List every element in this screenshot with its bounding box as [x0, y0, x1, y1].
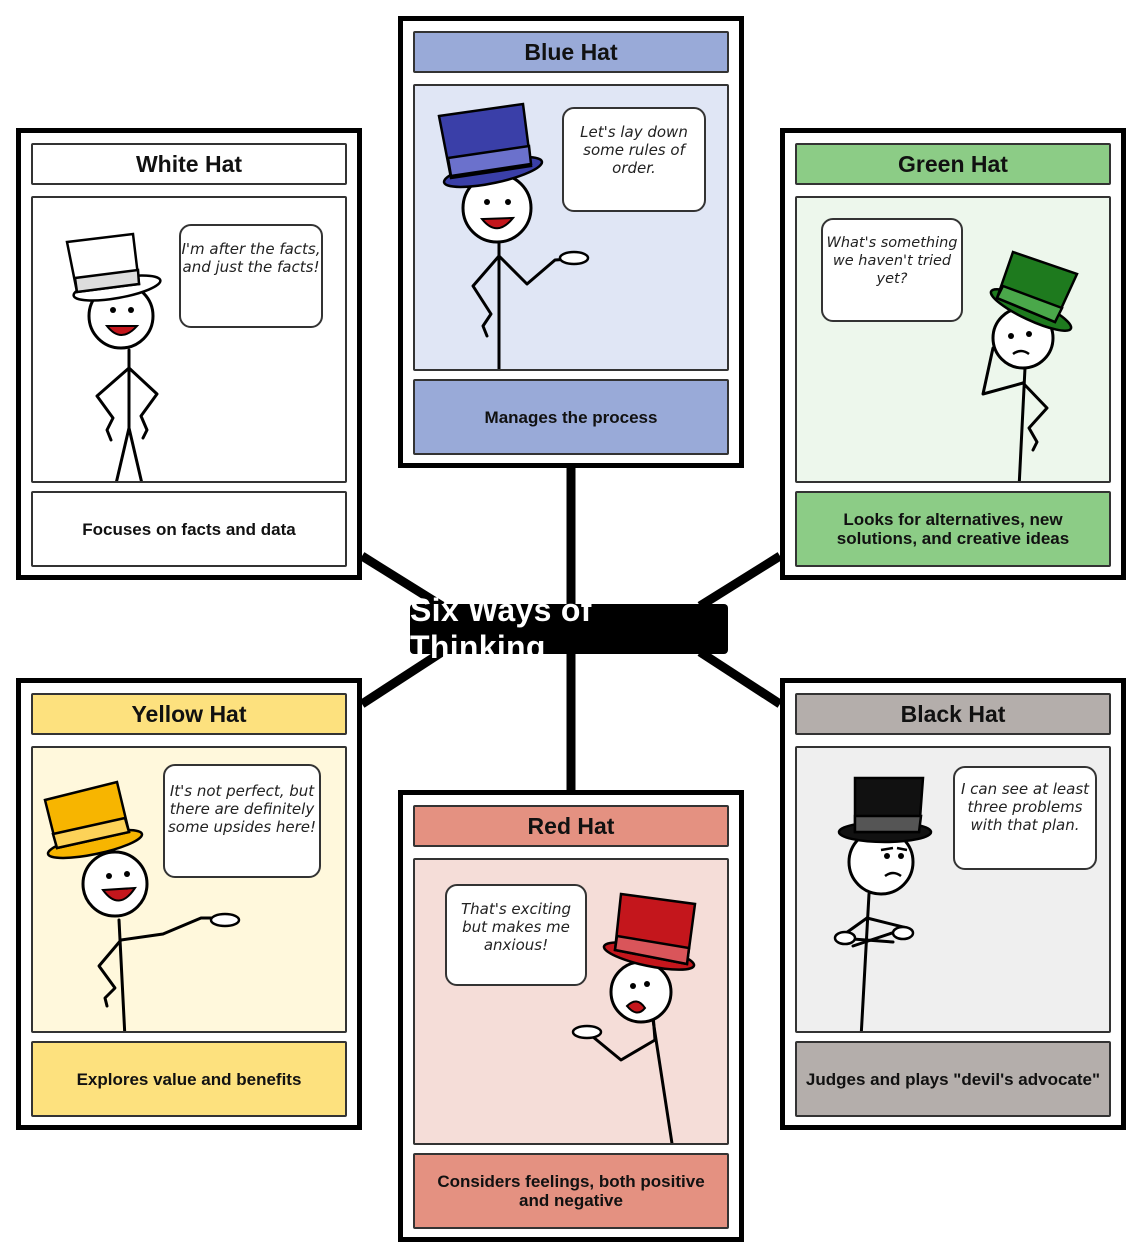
stick-figure-black-hat [833, 776, 933, 1031]
stick-figure-yellow-hat [43, 780, 241, 1031]
connector-black [697, 648, 783, 708]
card-scene: That's exciting but makes me anxious! [413, 858, 729, 1145]
card-caption: Focuses on facts and data [31, 491, 347, 567]
speech-bubble: What's something we haven't tried yet? [821, 218, 963, 322]
hat-card-white: White Hat I'm after the facts, and just … [16, 128, 362, 580]
hat-icon [437, 102, 544, 189]
card-scene: What's something we haven't tried yet? [795, 196, 1111, 483]
stick-figure-green-hat [981, 250, 1079, 481]
diagram-title: Six Ways of Thinking [410, 592, 728, 665]
card-caption: Judges and plays "devil's advocate" [795, 1041, 1111, 1117]
card-title: Blue Hat [413, 31, 729, 73]
card-caption: Considers feelings, both positive and ne… [413, 1153, 729, 1229]
hat-icon [65, 232, 162, 302]
card-scene: I'm after the facts, and just the facts! [31, 196, 347, 483]
card-scene: It's not perfect, but there are definite… [31, 746, 347, 1033]
hat-card-green: Green Hat What's something we haven't tr… [780, 128, 1126, 580]
hat-icon [989, 250, 1079, 332]
speech-bubble: Let's lay down some rules of order. [562, 107, 706, 212]
card-caption: Manages the process [413, 379, 729, 455]
card-title: White Hat [31, 143, 347, 185]
connector-yellow [359, 648, 445, 708]
speech-bubble: That's exciting but makes me anxious! [445, 884, 587, 986]
speech-bubble: I can see at least three problems with t… [953, 766, 1097, 870]
speech-bubble: It's not perfect, but there are definite… [163, 764, 321, 878]
hat-icon [602, 892, 697, 971]
hat-card-yellow: Yellow Hat It's not perfect, but there a… [16, 678, 362, 1130]
card-caption: Looks for alternatives, new solutions, a… [795, 491, 1111, 567]
hat-card-red: Red Hat That's exciting but makes me anx… [398, 790, 744, 1242]
card-title: Green Hat [795, 143, 1111, 185]
card-scene: I can see at least three problems with t… [795, 746, 1111, 1033]
card-title: Red Hat [413, 805, 729, 847]
hat-card-blue: Blue Hat Let's lay down some rules of or… [398, 16, 744, 468]
hat-card-black: Black Hat I can see at least three probl… [780, 678, 1126, 1130]
card-title: Yellow Hat [31, 693, 347, 735]
card-title: Black Hat [795, 693, 1111, 735]
hat-icon [43, 780, 144, 860]
speech-bubble: I'm after the facts, and just the facts! [179, 224, 323, 328]
stick-figure-red-hat [571, 892, 697, 1143]
card-caption: Explores value and benefits [31, 1041, 347, 1117]
connector-green [697, 552, 783, 610]
connector-white [359, 552, 445, 610]
card-scene: Let's lay down some rules of order. [413, 84, 729, 371]
stick-figure-white-hat [65, 232, 162, 481]
hat-icon [837, 776, 933, 844]
stick-figure-blue-hat [437, 102, 590, 369]
